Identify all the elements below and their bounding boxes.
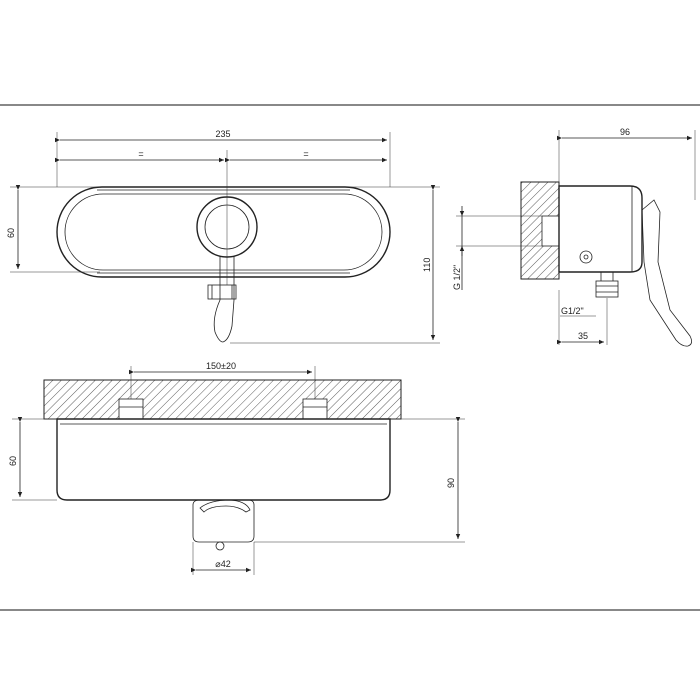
dim-top-height-left: 60 bbox=[8, 456, 18, 466]
top-view: 150±20 60 90 ⌀42 bbox=[8, 361, 465, 575]
top-lever-tip bbox=[215, 541, 225, 551]
top-lever-head bbox=[192, 499, 255, 543]
dim-side-depth: 96 bbox=[620, 127, 630, 137]
dim-front-height-left: 60 bbox=[6, 228, 16, 238]
side-fitting-nut bbox=[595, 280, 619, 298]
dim-front-height-right: 110 bbox=[422, 258, 432, 272]
dim-front-half-left: = bbox=[138, 149, 143, 159]
dim-front-half-right: = bbox=[303, 149, 308, 159]
dim-side-thread: G 1/2" bbox=[452, 265, 462, 290]
front-fitting-nut bbox=[207, 284, 237, 300]
side-body bbox=[558, 185, 643, 273]
dim-side-fitting: G1/2" bbox=[561, 306, 584, 316]
side-wall-port bbox=[541, 215, 560, 247]
top-wall-section bbox=[43, 379, 402, 420]
side-knob bbox=[579, 250, 593, 264]
top-lever-grip bbox=[199, 499, 251, 513]
side-lever bbox=[641, 199, 692, 347]
top-body bbox=[56, 418, 391, 501]
front-view: 235 = = 60 110 bbox=[6, 129, 440, 344]
front-inner-body bbox=[64, 193, 383, 271]
front-outer-body bbox=[56, 186, 391, 278]
dim-side-fitting-offset: 35 bbox=[578, 331, 588, 341]
side-view: 96 G 1/2" G1/2" 35 bbox=[452, 127, 696, 347]
dim-top-height-right: 90 bbox=[446, 478, 456, 488]
top-connector-left bbox=[118, 398, 144, 420]
side-knob-center bbox=[583, 254, 589, 260]
top-connector-right bbox=[302, 398, 328, 420]
front-lever bbox=[213, 257, 235, 343]
dim-front-width: 235 bbox=[215, 129, 230, 139]
dim-top-center-distance: 150±20 bbox=[206, 361, 236, 371]
dim-top-diameter: ⌀42 bbox=[215, 559, 230, 569]
